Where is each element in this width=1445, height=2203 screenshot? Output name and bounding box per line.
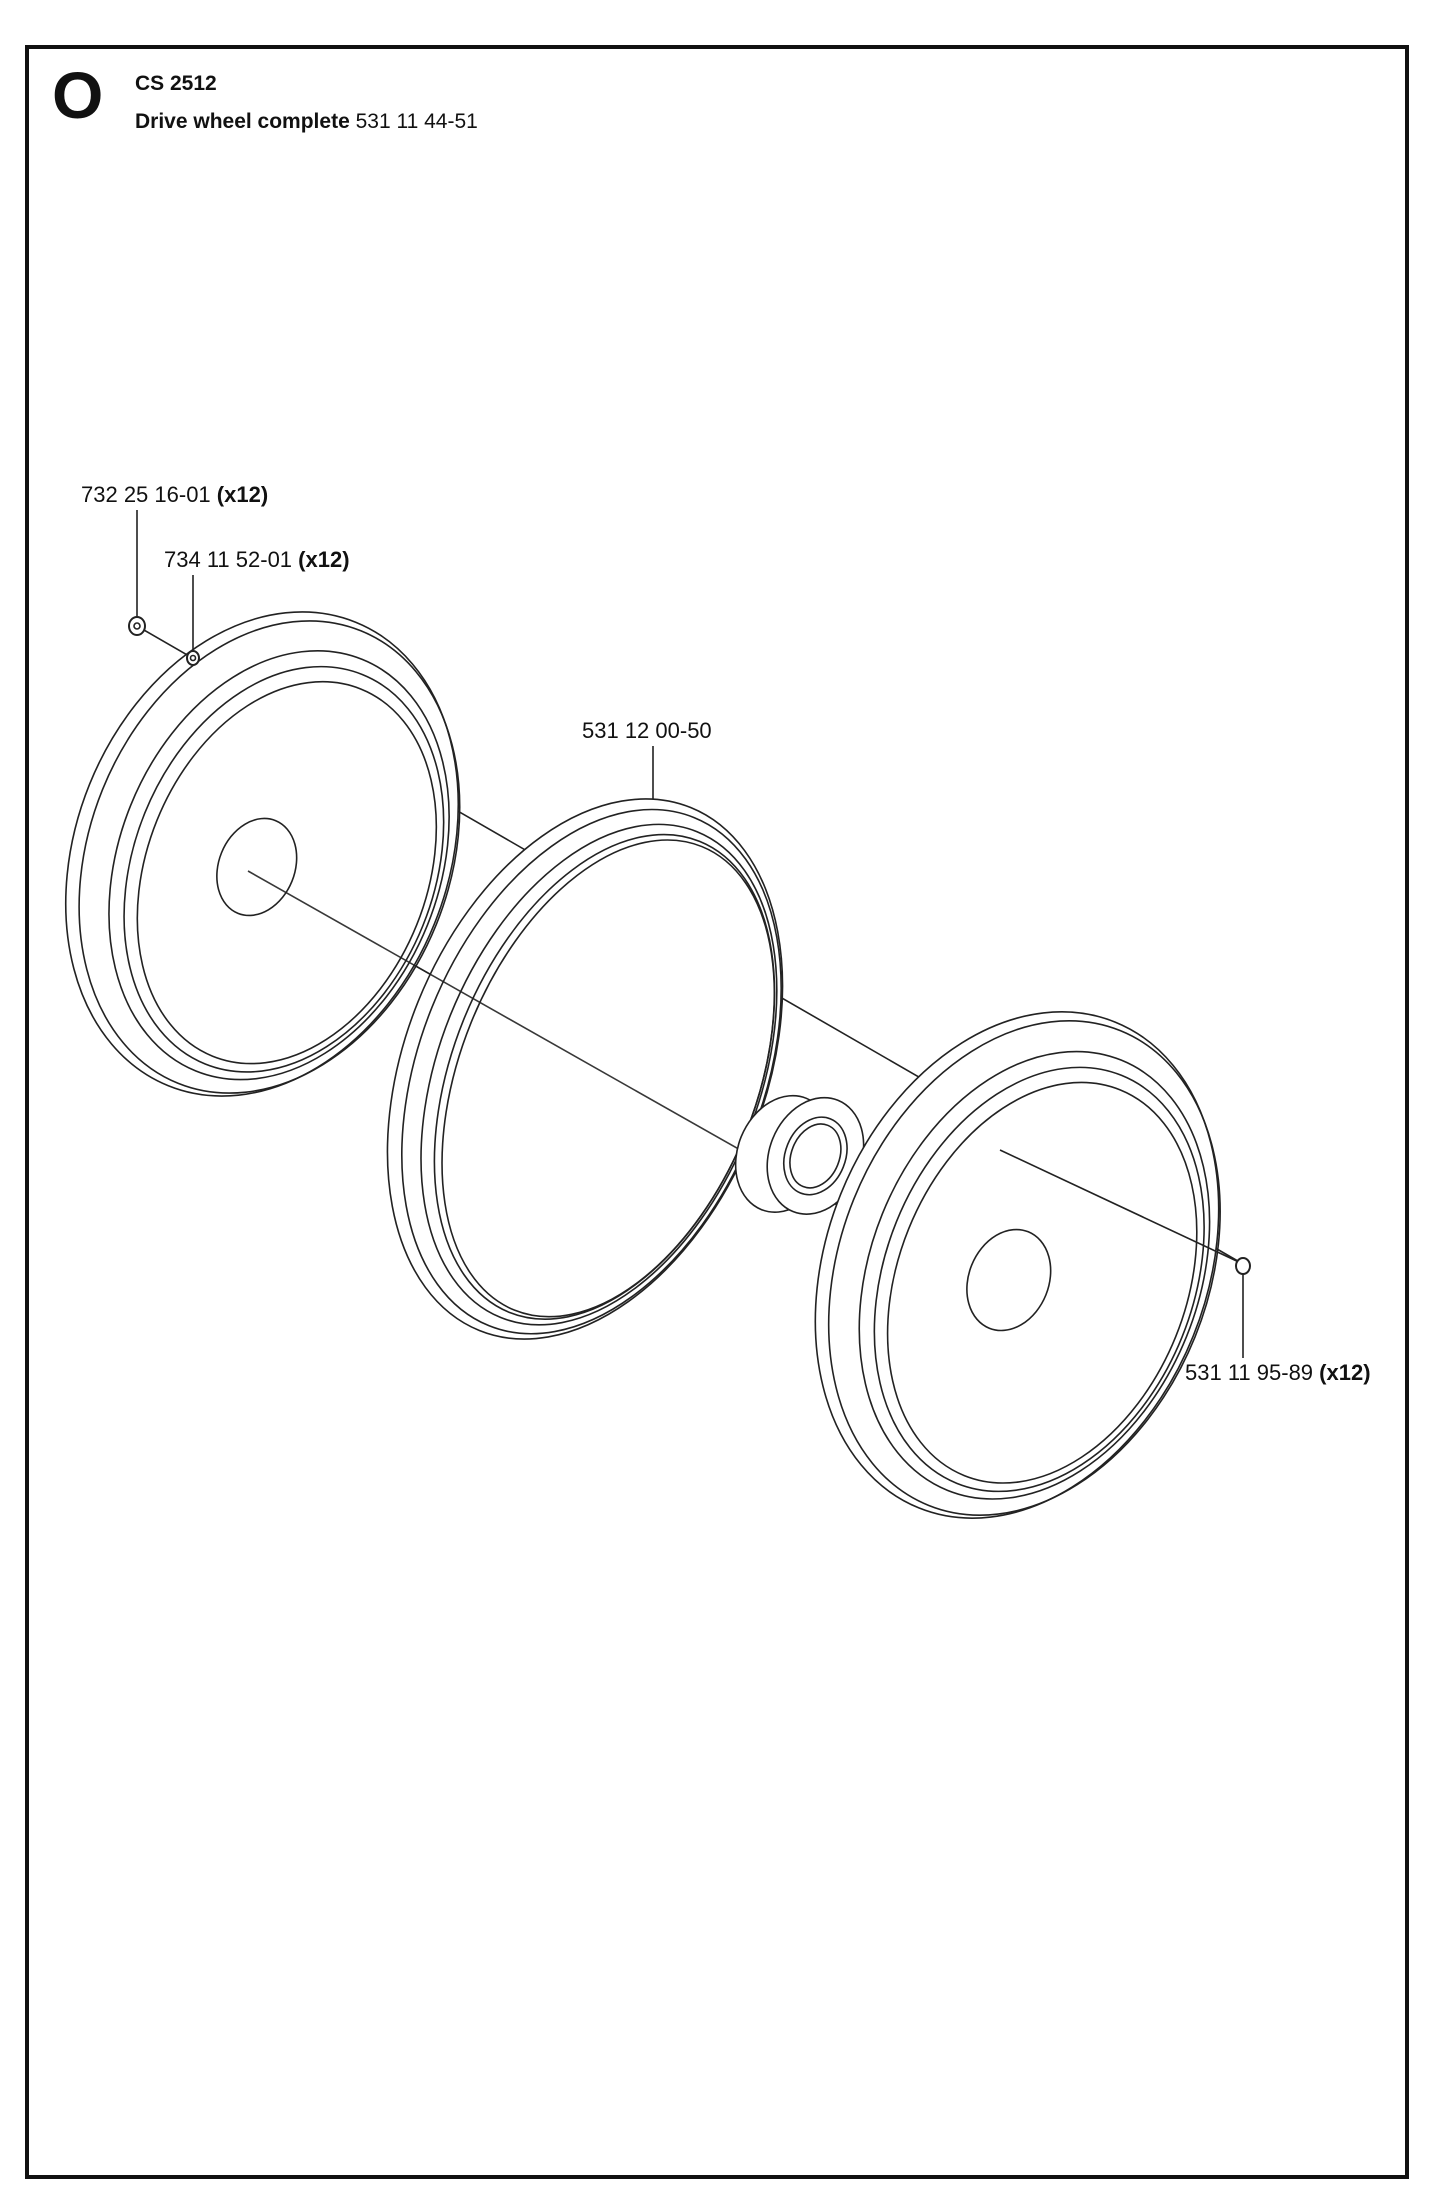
part-label-ring: 531 12 00-50 [582, 718, 712, 744]
page-frame [25, 45, 1409, 2179]
part-label-washer: 734 11 52-01 (x12) [164, 547, 350, 573]
washer-icon [186, 650, 200, 666]
left-wheel-disc [64, 611, 461, 1097]
part-label-screw: 531 11 95-89 (x12) [1185, 1360, 1371, 1386]
right-wheel-disc [814, 1011, 1221, 1519]
section-letter: O [52, 58, 104, 132]
bearing [734, 1094, 865, 1215]
part-number: 734 11 52-01 [164, 547, 293, 572]
nut-icon [128, 616, 146, 636]
part-qty: (x12) [216, 482, 269, 507]
part-label-nut: 732 25 16-01 (x12) [81, 482, 268, 508]
assembly-name: Drive wheel complete [135, 110, 350, 133]
part-qty: (x12) [298, 547, 350, 572]
part-number: 531 12 00-50 [582, 718, 712, 743]
part-qty: (x12) [1319, 1360, 1371, 1385]
assembly-title: Drive wheel complete 531 11 44-51 [135, 110, 478, 134]
tire-ring [386, 798, 784, 1340]
screw-icon [1235, 1257, 1251, 1275]
part-number: 531 11 95-89 [1185, 1360, 1314, 1385]
part-number: 732 25 16-01 [81, 482, 211, 507]
model-name: CS 2512 [135, 72, 217, 95]
assembly-number: 531 11 44-51 [355, 110, 478, 133]
